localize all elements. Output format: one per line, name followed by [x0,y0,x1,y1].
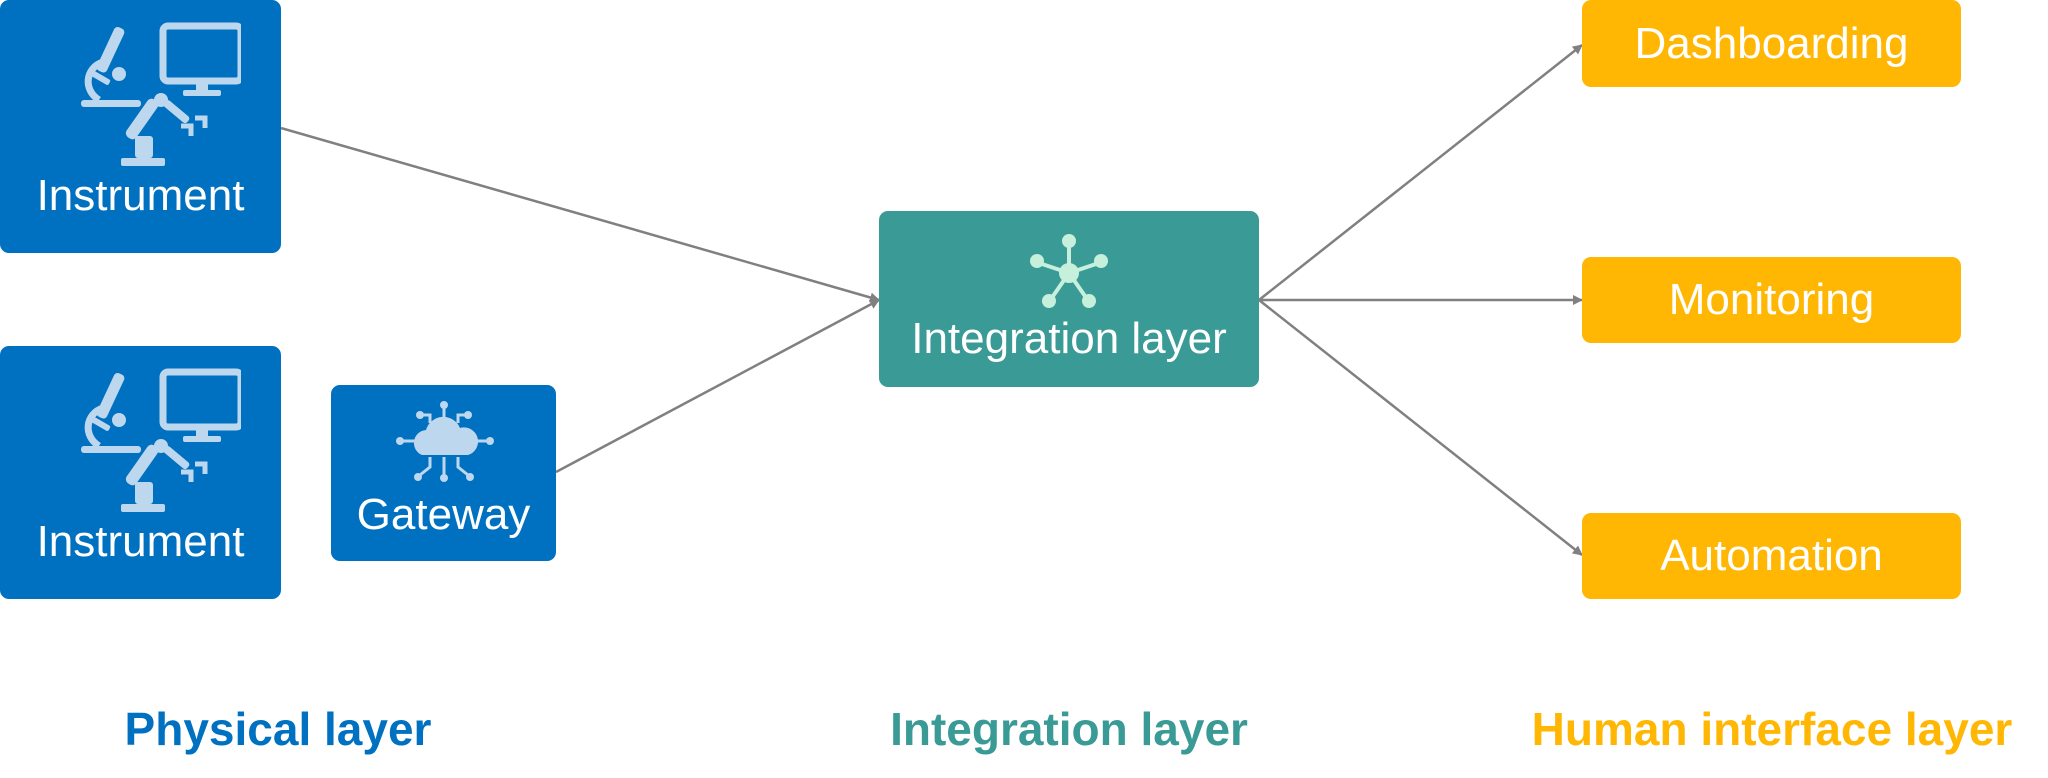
gateway-label: Gateway [356,490,531,539]
edge-gateway-to-integration [555,298,880,474]
integration-layer-title: Integration layer [890,703,1248,755]
edge-instrument-top-to-integration [280,126,880,303]
instrument-label: Instrument [36,171,245,220]
lab-instruments-icon [41,18,241,168]
automation-label: Automation [1660,531,1883,580]
instrument-node-bottom[interactable]: Instrument [0,346,281,599]
instrument-label: Instrument [36,517,245,566]
cloud-network-icon [394,399,494,489]
gateway-node[interactable]: Gateway [331,385,556,561]
monitoring-label: Monitoring [1668,275,1875,324]
integration-layer-node[interactable]: Integration layer [879,211,1259,387]
instrument-node-top[interactable]: Instrument [0,0,281,253]
network-hub-icon [1027,233,1111,313]
edge-integration-to-dashboarding [1258,44,1583,301]
integration-layer-label: Integration layer [911,314,1227,363]
physical-layer-title: Physical layer [124,703,432,755]
automation-node[interactable]: Automation [1582,513,1961,599]
human-interface-layer-title: Human interface layer [1531,703,2013,755]
lab-instruments-icon [41,364,241,514]
edge-integration-to-automation [1258,299,1583,556]
dashboarding-node[interactable]: Dashboarding [1582,0,1961,87]
monitoring-node[interactable]: Monitoring [1582,257,1961,343]
dashboarding-label: Dashboarding [1634,18,1909,68]
